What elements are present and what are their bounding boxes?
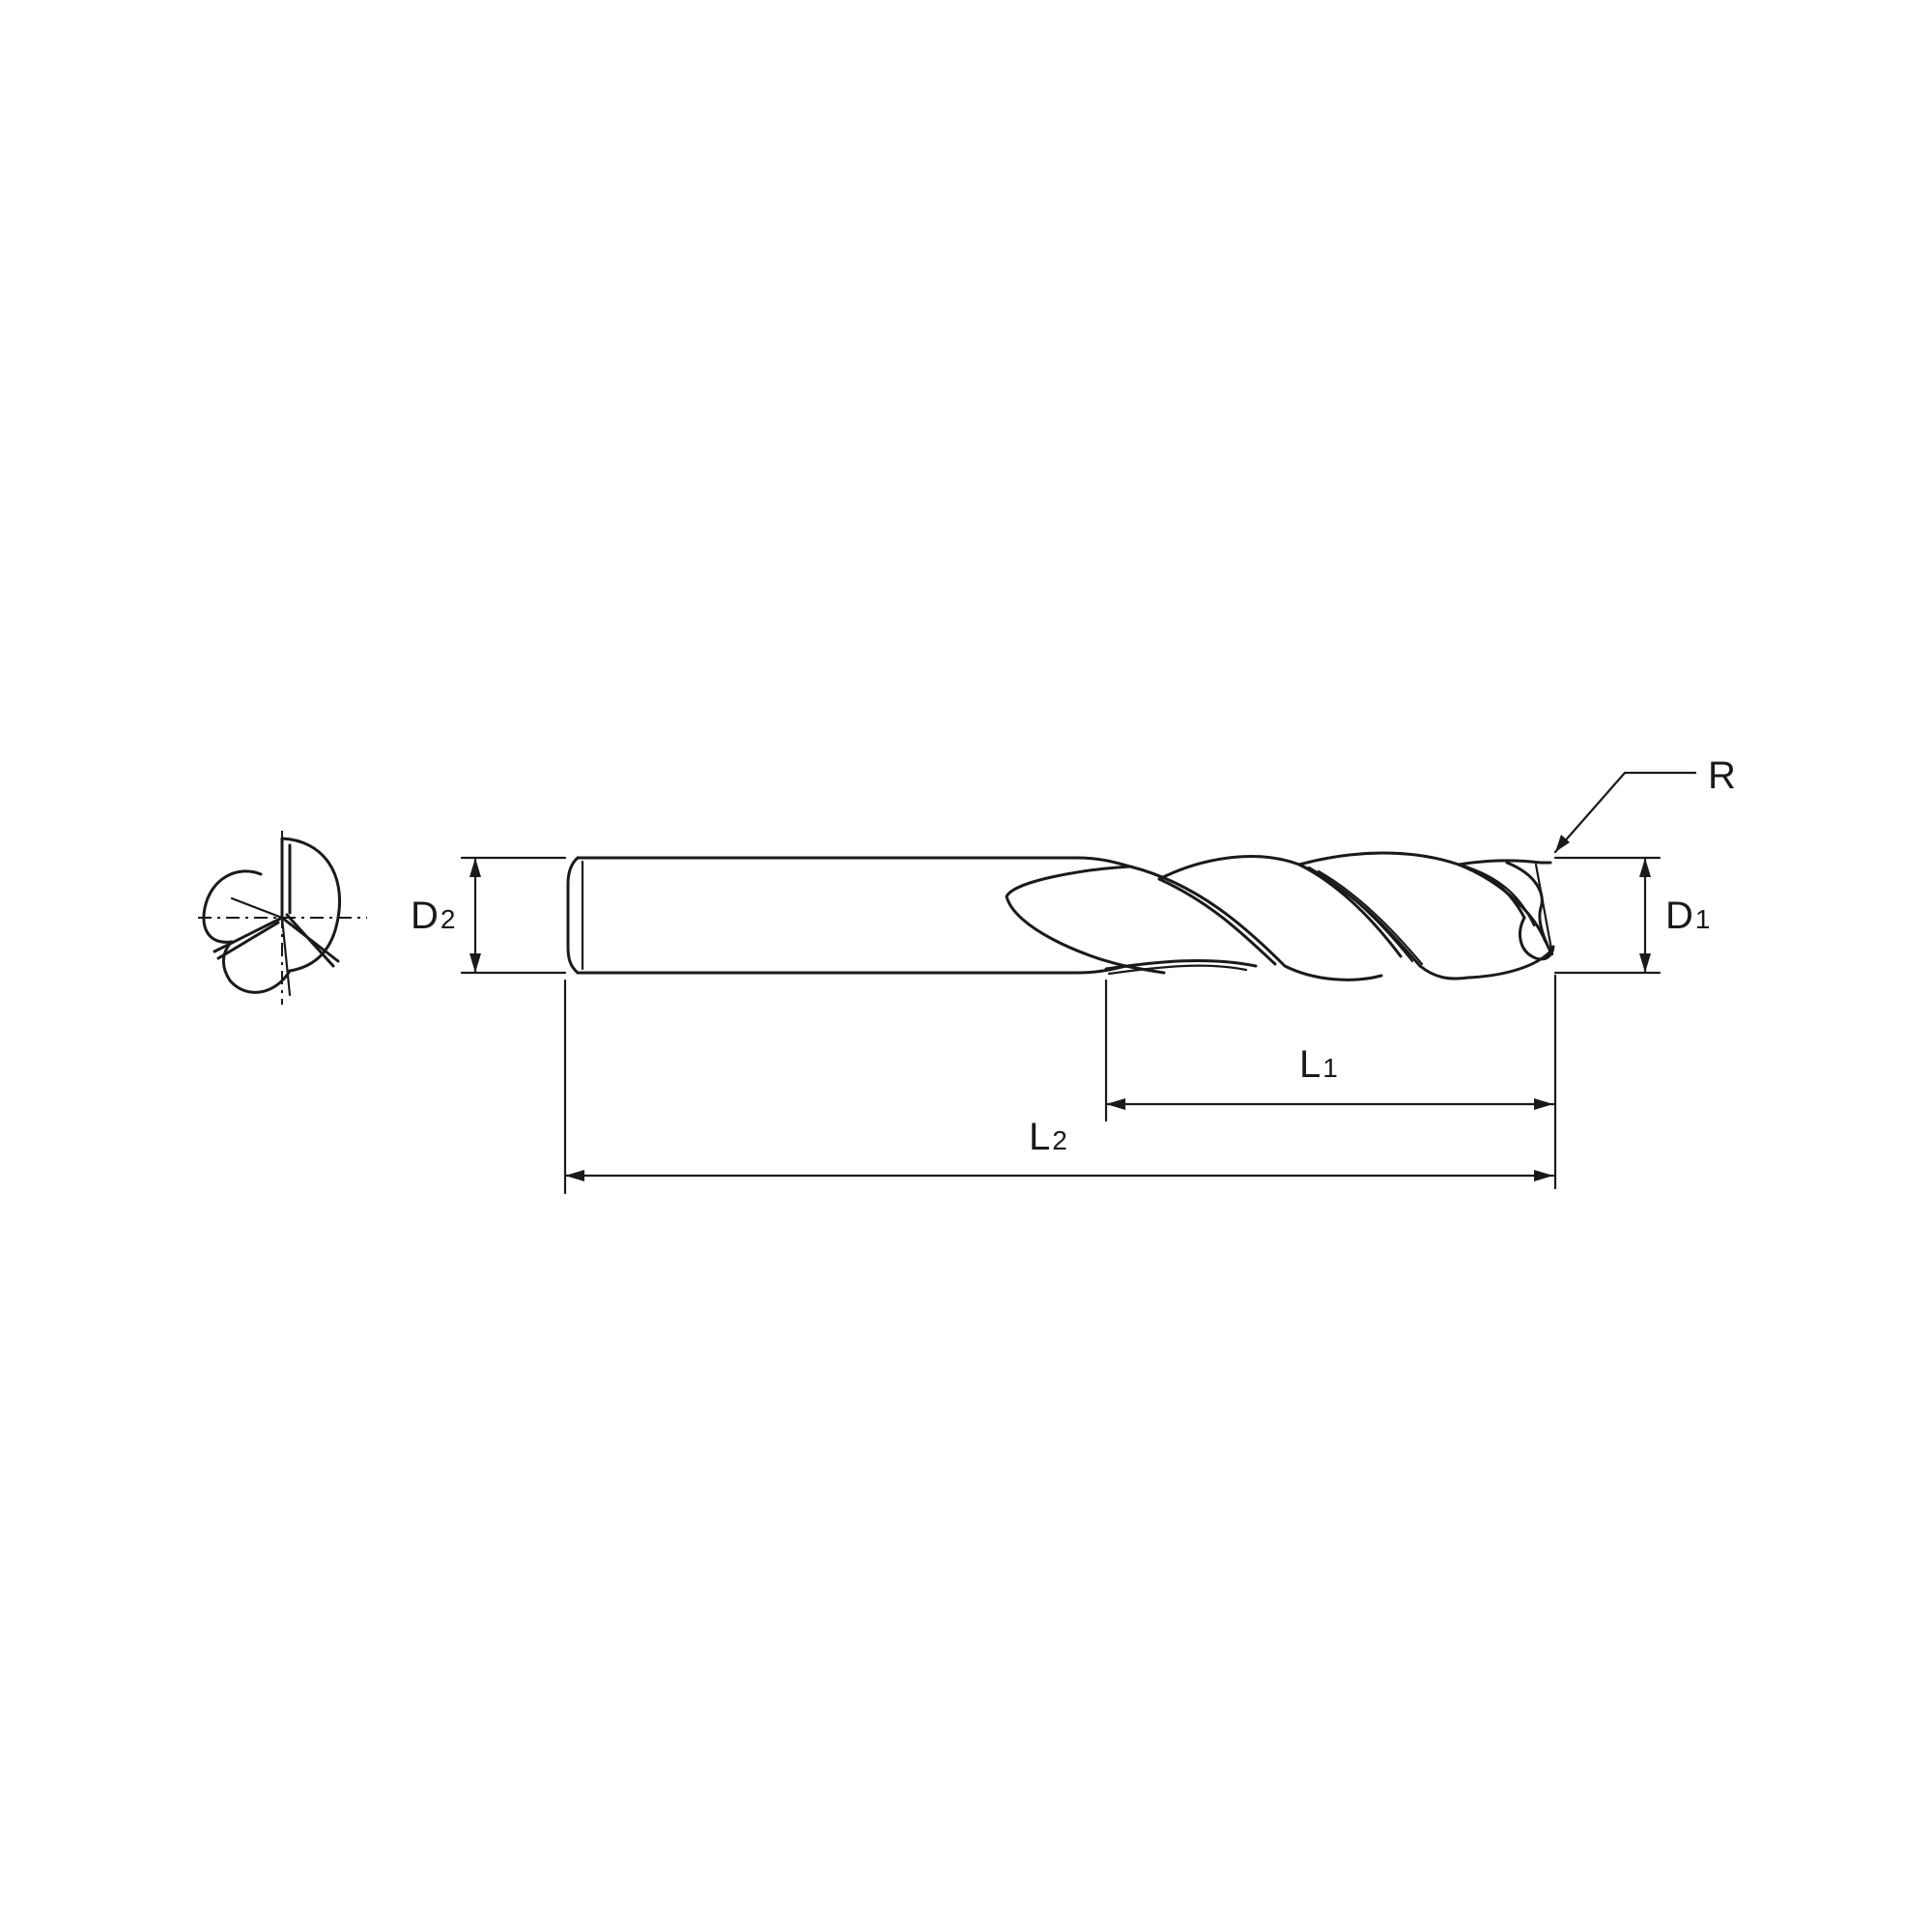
d1-label: D1 xyxy=(1665,895,1710,937)
dimension-l2: L2 xyxy=(563,979,1555,1195)
dimension-r: R xyxy=(1553,754,1736,854)
dimension-l1: L1 xyxy=(1104,974,1557,1190)
end-view xyxy=(198,831,367,1005)
dimension-d2: D2 xyxy=(411,856,567,975)
dimension-d1: D1 xyxy=(1553,856,1710,975)
r-label: R xyxy=(1708,754,1736,797)
l1-label: L1 xyxy=(1299,1043,1338,1086)
l2-label: L2 xyxy=(1029,1116,1067,1158)
d2-label: D2 xyxy=(411,895,455,937)
tool-body xyxy=(566,851,1555,981)
